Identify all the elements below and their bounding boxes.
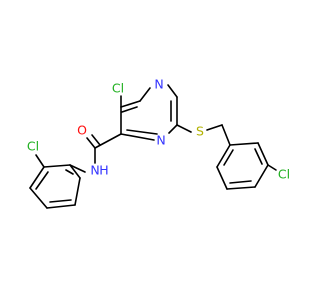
atom-label-h-amide: H — [99, 163, 108, 178]
bond — [46, 204, 76, 209]
bond — [65, 169, 74, 175]
atom-label-n-pyrimidine-3: N — [156, 133, 165, 148]
bond — [74, 177, 81, 206]
bond — [167, 84, 178, 98]
bond — [257, 142, 269, 166]
bond — [94, 133, 122, 149]
bond — [120, 100, 141, 108]
bond — [69, 164, 86, 173]
bond — [49, 199, 72, 203]
bond — [176, 124, 192, 133]
bond — [221, 124, 231, 146]
bond — [69, 164, 81, 179]
atom-label-n-pyrimidine-1: N — [154, 77, 163, 92]
bonds — [29, 84, 277, 209]
atom-labels: Cl N N O N H S Cl Cl — [27, 77, 290, 182]
molecule-structure-canvas: Cl N N O N H S Cl Cl — [27, 77, 290, 209]
bond — [86, 137, 96, 149]
bond — [254, 164, 269, 188]
bond — [229, 142, 259, 146]
bond — [223, 149, 234, 166]
bond — [168, 124, 178, 134]
bond — [139, 87, 151, 102]
atom-label-cl-pyrimidine: Cl — [112, 81, 124, 96]
bond — [254, 148, 263, 165]
bond — [29, 166, 45, 189]
bond — [35, 154, 45, 168]
bond — [206, 124, 223, 131]
bond — [91, 134, 101, 146]
atom-label-cl-benzyl: Cl — [278, 167, 290, 182]
bond — [120, 133, 155, 141]
bond — [35, 171, 49, 190]
bond — [226, 186, 256, 190]
bond — [29, 187, 48, 209]
bond — [229, 180, 252, 184]
bond — [43, 164, 71, 168]
bond — [216, 144, 231, 168]
bond — [126, 129, 158, 135]
atom-label-cl-anilide: Cl — [27, 139, 39, 154]
atom-label-s-thioether: S — [196, 124, 204, 139]
molecule-structure: Cl N N O N H S Cl Cl — [27, 77, 290, 209]
bond — [216, 166, 228, 190]
atom-label-o-carbonyl: O — [77, 123, 87, 138]
bond — [121, 106, 138, 113]
atom-label-nh-amide: N — [90, 163, 99, 178]
bond — [267, 164, 277, 171]
